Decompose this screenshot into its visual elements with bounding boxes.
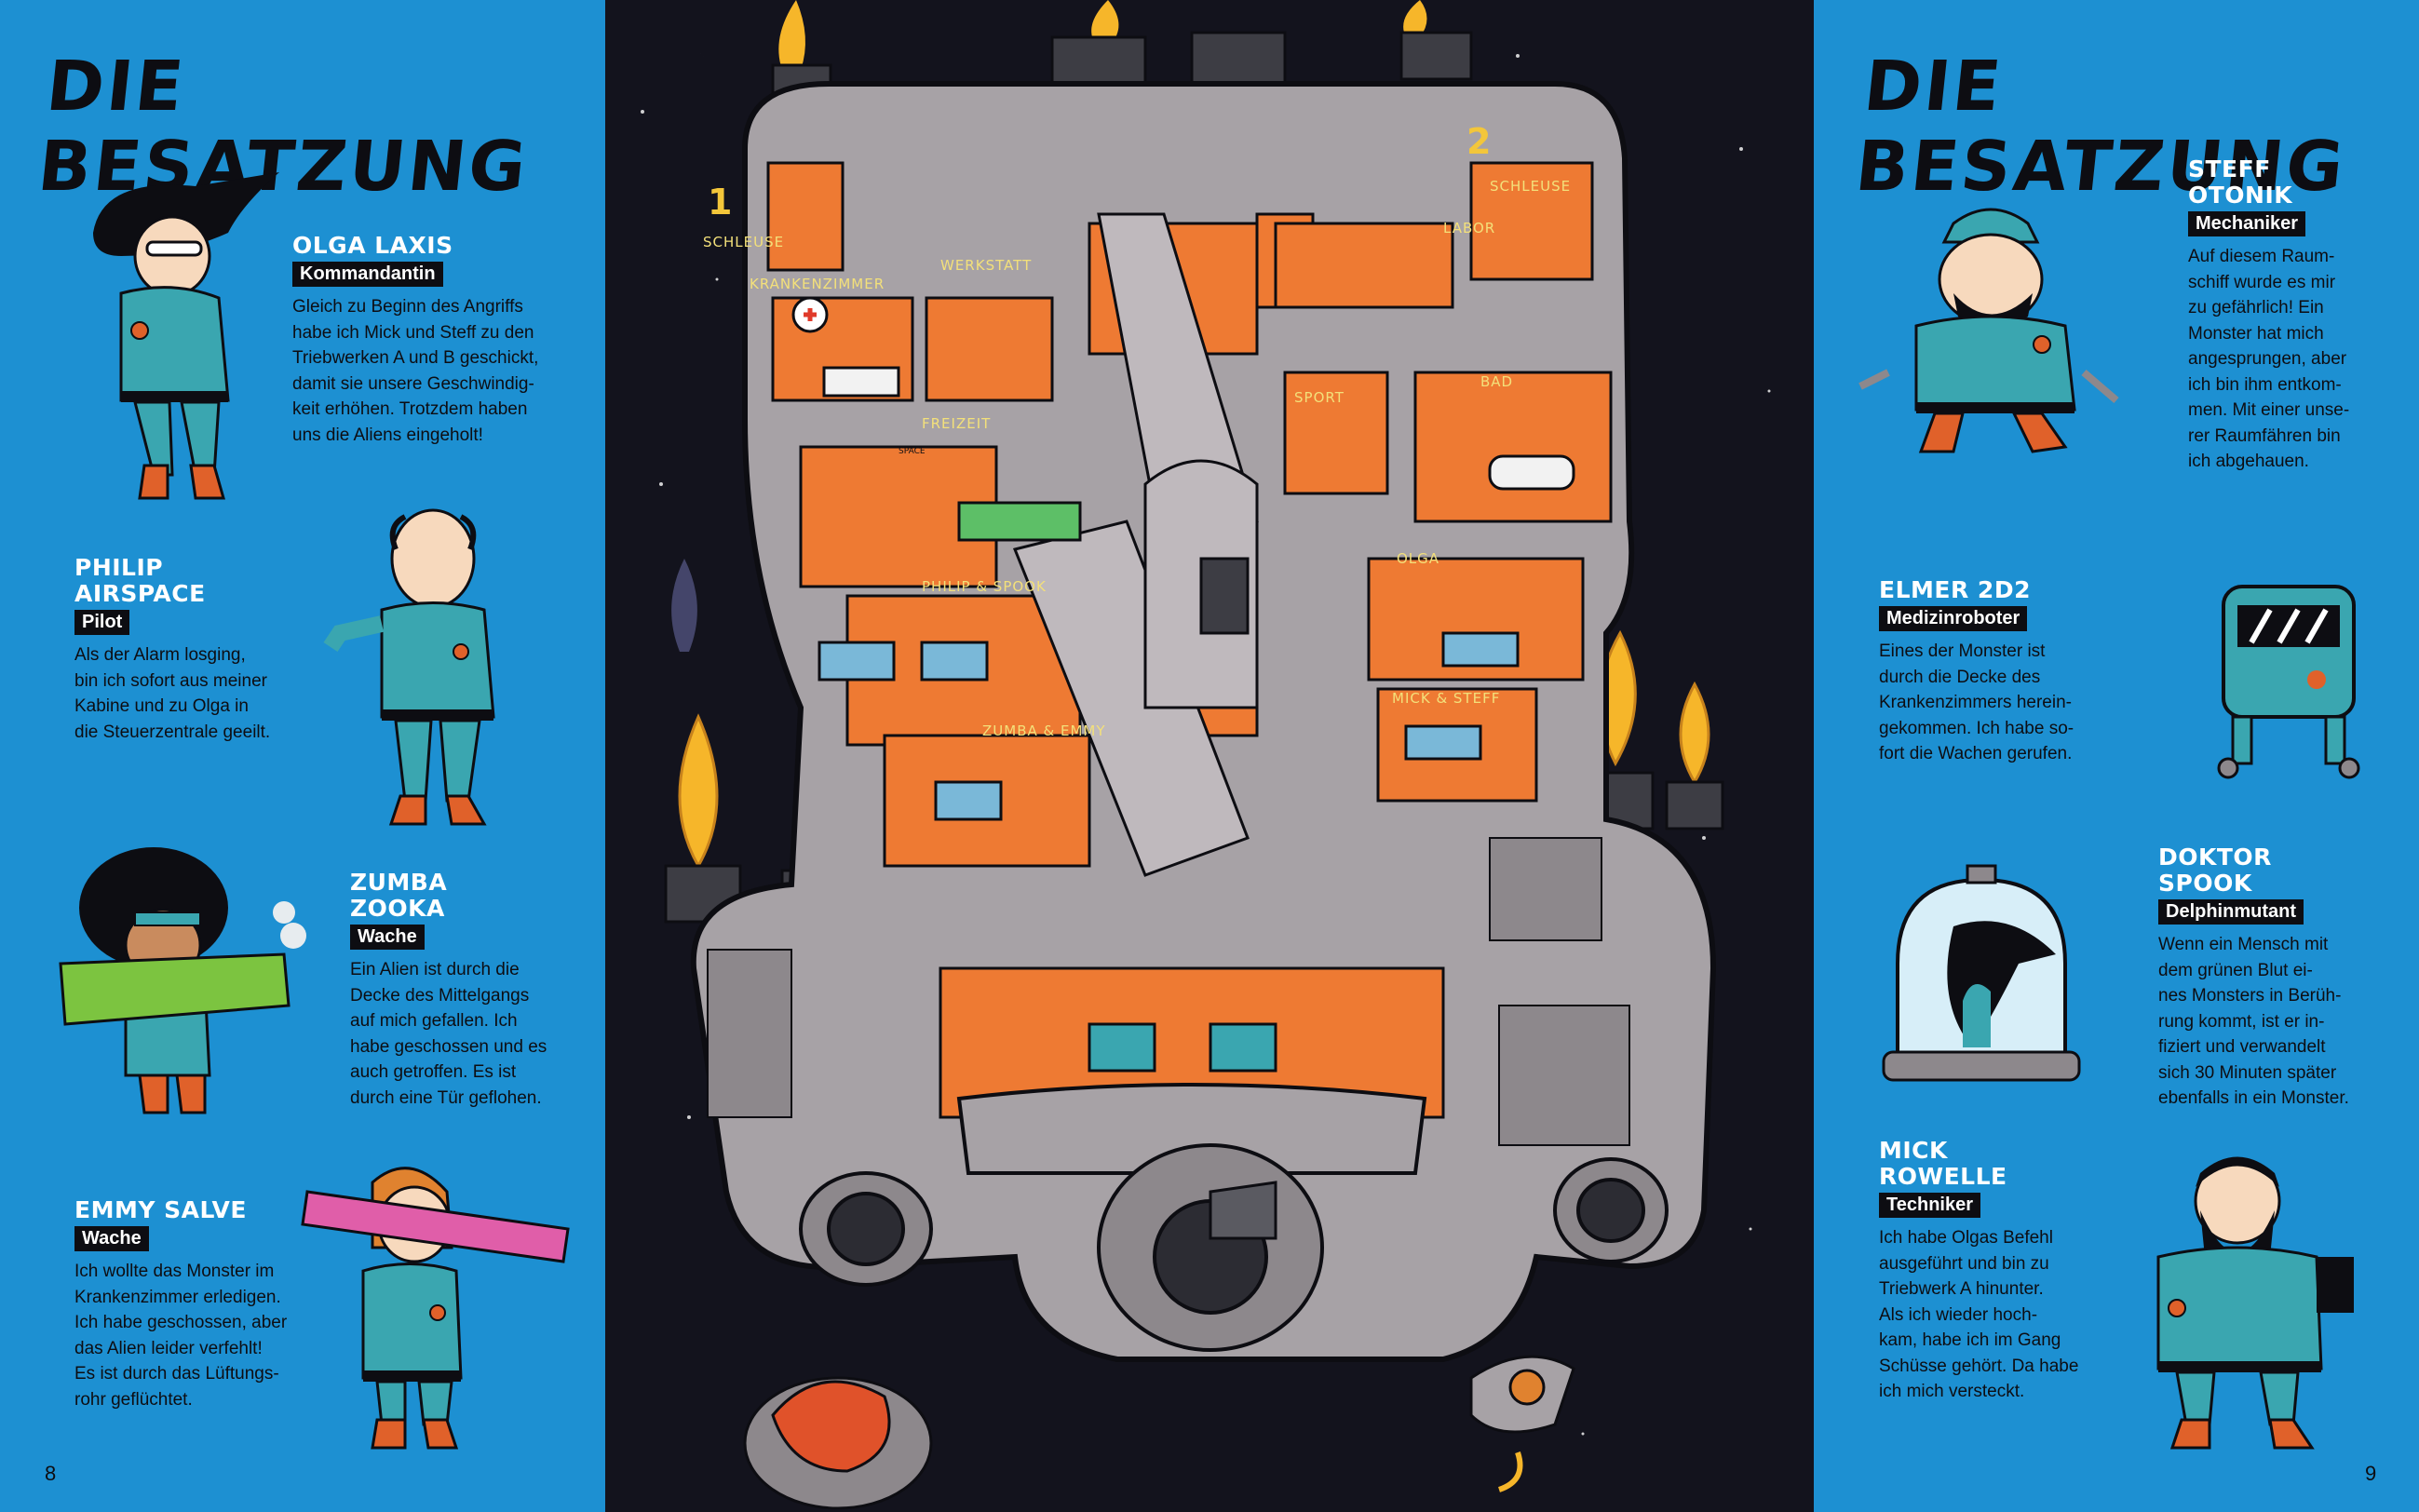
room-label-krankenzimmer: KRANKENZIMMER <box>750 276 885 292</box>
crew-name: OLGA LAXIS <box>292 232 453 259</box>
crew-bio-spook: DOKTOR SPOOK Delphinmutant Wenn ein Mens… <box>2158 844 2410 1112</box>
room-label-werkstatt: WERKSTATT <box>940 257 1032 274</box>
right-page: DIE BESATZUNG STEFF OTONIK Mechaniker Au… <box>1814 0 2419 1512</box>
crew-name: MICK ROWELLE <box>1879 1137 2007 1190</box>
spaceship-cutaway: 1 SCHLEUSE 2 SCHLEUSE LABOR WERKSTATT KR… <box>605 0 1814 1512</box>
left-page: DIE BESATZUNG OLGA LAXIS Kommandantin Gl… <box>0 0 605 1512</box>
crew-role-badge: Wache <box>350 925 425 950</box>
crew-statement: Gleich zu Beginn des Angriffs habe ich M… <box>292 297 539 445</box>
crew-statement: Eines der Monster ist durch die Decke de… <box>1879 641 2074 763</box>
crew-role-badge: Medizinroboter <box>1879 606 2028 631</box>
philip-airspace-illustration <box>323 508 495 826</box>
crew-statement: Ein Alien ist durch die Decke des Mittel… <box>350 960 547 1108</box>
crew-bio-elmer: ELMER 2D2 Medizinroboter Eines der Monst… <box>1879 577 2158 767</box>
spaceship-illustration: 1 SCHLEUSE 2 SCHLEUSE LABOR WERKSTATT KR… <box>641 0 1771 1510</box>
crew-role-badge: Kommandantin <box>292 262 443 287</box>
emmy-salve-illustration <box>301 1167 570 1450</box>
crew-role-badge: Mechaniker <box>2188 211 2306 236</box>
room-label-labor: LABOR <box>1443 220 1495 236</box>
crew-name: STEFF OTONIK <box>2188 155 2293 209</box>
crew-bio-olga: OLGA LAXIS Kommandantin Gleich zu Beginn… <box>292 233 590 448</box>
mick-rowelle-illustration <box>2156 1156 2354 1450</box>
crew-bio-philip: PHILIP AIRSPACE Pilot Als der Alarm losg… <box>74 555 326 745</box>
room-label-olga: OLGA <box>1397 550 1439 567</box>
crew-name: ZUMBA ZOOKA <box>350 869 448 922</box>
steff-otonik-illustration <box>1858 208 2119 453</box>
crew-statement: Wenn ein Mensch mit dem grünen Blut ei- … <box>2158 935 2349 1108</box>
doktor-spook-illustration <box>1882 864 2081 1082</box>
room-label-sport: SPORT <box>1294 389 1345 406</box>
room-number-schleuse-1: 1 <box>708 182 732 223</box>
crew-role-badge: Wache <box>74 1226 149 1251</box>
page-number: 8 <box>45 1462 57 1485</box>
crew-bio-zumba: ZUMBA ZOOKA Wache Ein Alien ist durch di… <box>350 870 601 1111</box>
zumba-zooka-illustration <box>59 847 306 1114</box>
crew-statement: Ich habe Olgas Befehl ausgeführt und bin… <box>1879 1228 2079 1401</box>
crew-name: ELMER 2D2 <box>1879 576 2031 603</box>
crew-statement: Auf diesem Raum- schiff wurde es mir zu … <box>2188 247 2350 471</box>
space-poster-text: SPACE <box>899 447 926 456</box>
room-label-zumba-emmy: ZUMBA & EMMY <box>982 722 1106 739</box>
crew-role-badge: Delphinmutant <box>2158 899 2304 925</box>
crew-bio-mick: MICK ROWELLE Techniker Ich habe Olgas Be… <box>1879 1138 2130 1405</box>
room-label-philip-spook: PHILIP & SPOOK <box>922 578 1047 595</box>
page-number: 9 <box>2365 1462 2377 1485</box>
room-label-schleuse-1: SCHLEUSE <box>703 234 784 250</box>
elmer-2d2-robot-illustration <box>2217 585 2360 779</box>
crew-bio-steff: STEFF OTONIK Mechaniker Auf diesem Raum-… <box>2188 156 2412 475</box>
room-label-mick-steff: MICK & STEFF <box>1392 690 1500 707</box>
crew-name: PHILIP AIRSPACE <box>74 554 206 607</box>
crew-statement: Als der Alarm losging, bin ich sofort au… <box>74 645 271 742</box>
crew-bio-emmy: EMMY SALVE Wache Ich wollte das Monster … <box>74 1197 335 1412</box>
room-label-bad: BAD <box>1480 373 1513 390</box>
crew-name: EMMY SALVE <box>74 1196 247 1223</box>
room-number-schleuse-2: 2 <box>1466 121 1491 162</box>
crew-statement: Ich wollte das Monster im Krankenzimmer … <box>74 1262 288 1410</box>
moon-icon <box>692 9 745 64</box>
olga-laxis-illustration <box>93 172 279 500</box>
crew-role-badge: Techniker <box>1879 1193 1980 1218</box>
crew-name: DOKTOR SPOOK <box>2158 844 2272 897</box>
room-label-freizeit: FREIZEIT <box>922 415 991 432</box>
crew-role-badge: Pilot <box>74 610 130 635</box>
room-label-schleuse-2: SCHLEUSE <box>1490 178 1571 195</box>
